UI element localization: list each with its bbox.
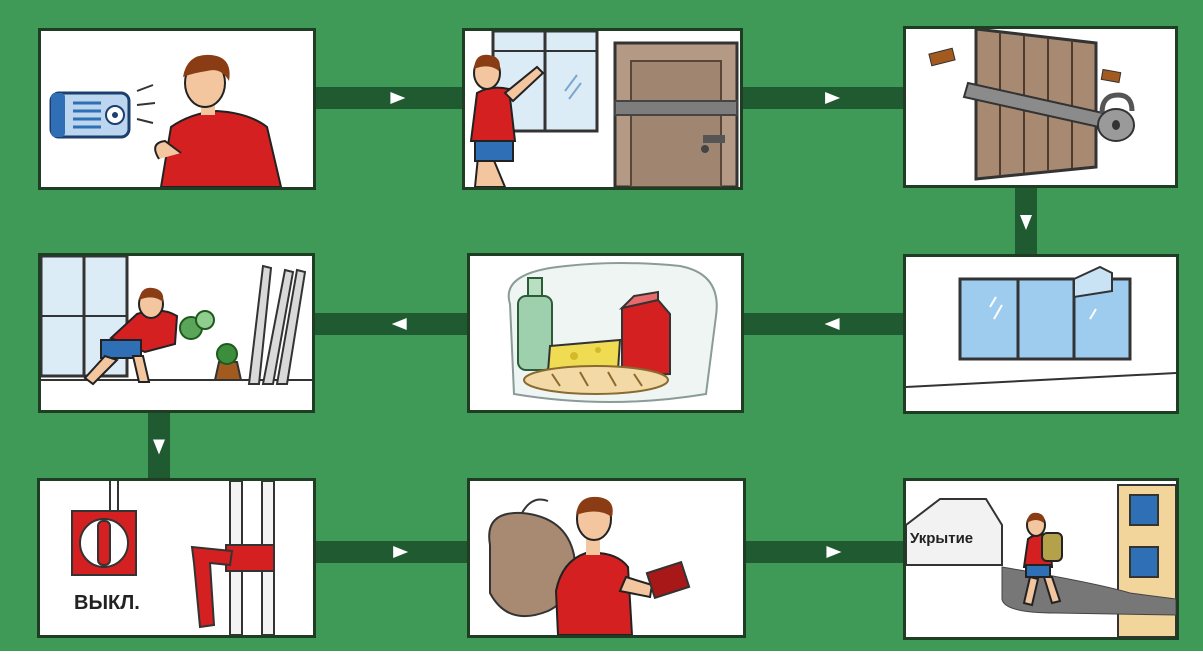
arrow-left-icon: [391, 318, 407, 330]
person-carrying-icon: [83, 287, 179, 386]
connector-bar: [744, 313, 905, 335]
door-bar-icon: [928, 29, 1122, 181]
shelter-building-icon: Укрытие: [906, 484, 1176, 637]
panel-take-documents: [467, 478, 746, 638]
arrow-down-icon: [1020, 215, 1032, 230]
panel-seal-windows: [903, 254, 1179, 414]
plant-icon: [179, 310, 243, 381]
connectors: [148, 87, 1037, 563]
person-listening-icon: [154, 54, 283, 187]
switch-off-label: ВЫКЛ.: [74, 592, 140, 614]
door-icon: [613, 41, 739, 187]
connector-bar: [316, 541, 469, 563]
shelter-label: Укрытие: [910, 530, 973, 547]
sack-icon: [488, 498, 576, 618]
arrow-right-icon: [390, 92, 406, 104]
arrow-right-icon: [825, 92, 841, 104]
arrow-down-icon: [153, 439, 165, 455]
person-walking-icon: [554, 496, 654, 635]
bread-icon: [523, 365, 669, 395]
bottle-icon: [517, 277, 553, 371]
person-closing-window-icon: [469, 54, 545, 187]
skis-icon: [247, 264, 307, 385]
connector-bar: [746, 541, 905, 563]
panel-close-windows-doors: [462, 28, 743, 190]
loudspeaker-icon: [49, 84, 156, 139]
panel-turn-off-utilities: ВЫКЛ.: [37, 478, 316, 638]
valve-icon: [190, 481, 275, 635]
panel-go-to-shelter: Укрытие: [903, 478, 1179, 640]
milk-carton-icon: [618, 290, 671, 378]
panel-prepare-food: [467, 253, 744, 413]
passport-icon: [645, 560, 691, 600]
connector-bar: [316, 87, 464, 109]
arrow-right-icon: [826, 546, 842, 558]
panel-listen-radio: [38, 28, 316, 190]
switch-icon: ВЫКЛ.: [71, 481, 140, 614]
panel-lock-door: [903, 26, 1178, 188]
connector-bar: [743, 87, 905, 109]
panel-move-items-inside: [38, 253, 315, 413]
arrow-left-icon: [824, 318, 840, 330]
window-icon: [906, 265, 1176, 388]
arrow-right-icon: [393, 546, 409, 558]
person-walking-icon: [1022, 512, 1063, 607]
padlock-icon: [1097, 92, 1135, 142]
